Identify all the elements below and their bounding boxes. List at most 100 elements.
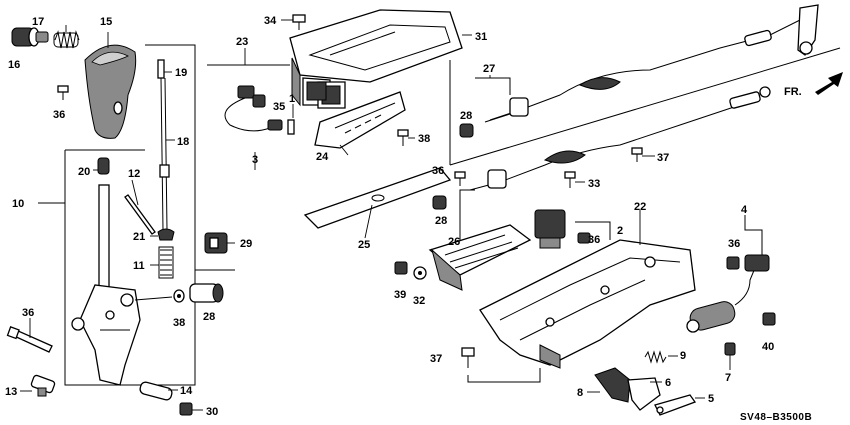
part-17-spring <box>53 30 80 49</box>
callout-39: 37 <box>430 353 442 365</box>
part-8-bracket <box>594 367 631 403</box>
part-22-base <box>479 239 696 369</box>
callout-3: 3 <box>252 154 258 166</box>
cable-group <box>432 4 843 240</box>
part-32-nut <box>179 402 193 416</box>
callout-36-upper: 35 <box>273 101 285 113</box>
callout-34: 33 <box>588 178 600 190</box>
callout-36-right: 36 <box>728 238 740 250</box>
callout-labels: 17 15 16 36 19 18 20 12 10 21 29 11 36 3… <box>5 15 812 423</box>
callout-36-middle: 36 <box>588 234 600 246</box>
callout-22: 22 <box>634 201 646 213</box>
callout-23: 23 <box>236 36 248 48</box>
part-21-cap <box>157 228 175 241</box>
group-10-outline <box>64 150 235 386</box>
callout-5: 5 <box>708 393 714 405</box>
leader-24 <box>339 144 349 156</box>
callout-13: 13 <box>5 386 17 398</box>
part-37-bolt <box>6 326 53 353</box>
callout-2: 2 <box>617 225 623 237</box>
callout-37: 36 <box>22 307 34 319</box>
callout-38-right: 37 <box>657 152 669 164</box>
callout-43-left: 39 <box>394 289 406 301</box>
shift-lever-group <box>6 25 235 416</box>
part-43-nut-left <box>394 261 408 275</box>
callout-9: 9 <box>680 350 686 362</box>
part-4-solenoid <box>686 254 770 333</box>
part-6-lever <box>627 377 661 411</box>
part-29-detent <box>189 283 224 303</box>
part-36-clip-middle <box>577 232 591 244</box>
callout-19: 19 <box>175 67 187 79</box>
part-26-rail <box>428 224 532 291</box>
part-11-spring <box>158 246 174 279</box>
callout-10: 10 <box>12 198 24 210</box>
leader-39-bracket <box>467 368 541 383</box>
part-38-bolt-a <box>454 171 466 186</box>
callout-20: 20 <box>78 166 90 178</box>
direction-label: FR. <box>784 86 802 98</box>
part-10-lever <box>71 184 173 386</box>
callout-12: 12 <box>128 168 140 180</box>
part-15-knob <box>84 44 137 139</box>
callout-15: 15 <box>100 16 112 28</box>
part-42-washer <box>173 289 185 303</box>
callout-16: 16 <box>8 59 20 71</box>
part-28-upper <box>459 123 474 138</box>
group-26-bracket <box>459 189 475 240</box>
part-25-plate <box>303 167 452 239</box>
callout-11: 11 <box>133 260 145 272</box>
part-9-spring <box>644 350 667 364</box>
callout-25: 25 <box>358 239 370 251</box>
part-43-nut-right <box>762 312 776 326</box>
callout-30: 29 <box>240 238 252 250</box>
callout-43-right: 40 <box>762 341 774 353</box>
part-34-bolt <box>564 171 576 188</box>
callout-28-upper: 28 <box>460 110 472 122</box>
callout-35: 32 <box>413 295 425 307</box>
group-2-bracket <box>575 221 611 240</box>
callout-1: 1 <box>289 93 295 105</box>
part-7-clip <box>724 342 736 356</box>
part-3-harness <box>224 85 283 132</box>
callout-29: 28 <box>203 311 215 323</box>
callout-33: 34 <box>264 15 277 27</box>
callout-8: 8 <box>577 387 583 399</box>
part-2-switch <box>534 209 566 249</box>
part-1-bulb-socket <box>287 119 295 135</box>
separator-diag <box>449 47 841 166</box>
callout-31: 31 <box>475 31 487 43</box>
callout-24: 24 <box>316 151 329 163</box>
callout-18: 18 <box>177 136 189 148</box>
part-13-bulb <box>30 374 56 397</box>
part-12-pin <box>124 194 156 235</box>
diagram-code: SV48–B3500B <box>740 412 812 423</box>
part-38-bolt-b <box>631 147 643 162</box>
base-group <box>394 209 776 416</box>
part-14-sleeve <box>139 381 173 401</box>
callout-6: 6 <box>665 377 671 389</box>
part-36-clip-right <box>726 256 740 270</box>
part-35-washer <box>413 266 427 280</box>
callout-14: 14 <box>180 385 193 397</box>
front-arrow-icon <box>815 72 843 95</box>
leader-12 <box>131 179 139 206</box>
group-4-bracket <box>744 215 763 255</box>
callout-4: 4 <box>741 204 748 216</box>
part-30-clip <box>204 232 228 254</box>
part-28-lower <box>432 195 447 210</box>
part-36-clip-upper <box>252 94 266 108</box>
part-41-bolt <box>397 129 409 146</box>
callout-38-left: 36 <box>432 165 444 177</box>
part-31-console <box>289 9 463 109</box>
indicator-group <box>207 9 472 170</box>
callout-26: 26 <box>448 236 460 248</box>
part-40-screw <box>57 85 69 100</box>
group-27-bracket <box>475 77 511 95</box>
callout-7: 7 <box>725 372 731 384</box>
callout-28-lower: 28 <box>435 215 447 227</box>
part-16-button <box>11 27 49 47</box>
upper-cable <box>484 4 819 123</box>
